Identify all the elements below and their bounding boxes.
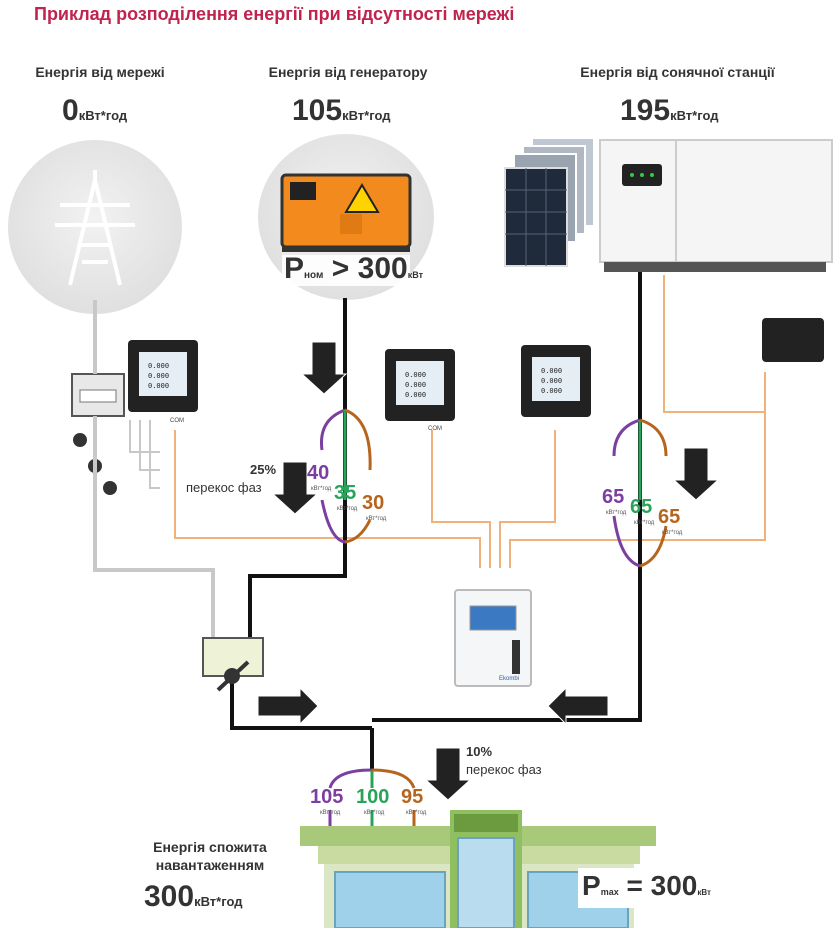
grid-lines [93, 300, 215, 640]
solar-energy-value: 195кВт*год [620, 94, 719, 127]
generator-phase-3-unit: кВт*год [366, 516, 387, 522]
solar-phase-1-unit: кВт*год [606, 510, 627, 516]
generator-label: Енергія від генератору [268, 64, 428, 80]
generator-skew-label: перекос фаз [186, 480, 262, 495]
com-port-label-2: COM [428, 426, 442, 432]
load-phase-3-value: 95 [401, 786, 424, 808]
solar-phase-3-unit: кВт*год [662, 530, 683, 536]
shop-building-icon [300, 810, 656, 928]
load-phase-1-unit: кВт*год [320, 810, 341, 816]
generator-icon [280, 173, 412, 255]
controller-icon [454, 589, 532, 687]
generator-phase-1-value: 40 [307, 462, 330, 484]
solar-panels-icon [504, 137, 595, 267]
data-logger-icon [762, 318, 824, 362]
grid-breaker-icon [71, 373, 125, 417]
load-phase-3-unit: кВт*год [406, 810, 427, 816]
load-skew-percent: 10% [466, 744, 493, 759]
grid-label: Енергія від мережі [35, 64, 165, 80]
com-port-label-1: COM [170, 418, 184, 424]
load-max-box [578, 868, 702, 908]
solar-inverter-icon [599, 139, 833, 272]
load-skew-label: перекос фаз [466, 762, 542, 777]
page-title: Приклад розподілення енергії при відсутн… [34, 4, 515, 24]
power-pylon-icon [55, 170, 135, 286]
solar-phase-2-unit: кВт*год [634, 520, 655, 526]
power-meter-1-icon [128, 340, 198, 412]
solar-label: Енергія від сонячної станції [580, 64, 775, 80]
generator-energy-value: 105кВт*год [292, 94, 391, 127]
load-phase-1-value: 105 [310, 786, 344, 808]
solar-phase-3-value: 65 [658, 506, 681, 528]
solar-phase-lines [612, 418, 668, 568]
generator-phase-lines [319, 408, 372, 544]
grid-energy-value: 0кВт*год [62, 94, 128, 127]
changeover-switch-icon [202, 637, 264, 692]
generator-phase-1-unit: кВт*год [311, 486, 332, 492]
load-max-power: Pmax = 300кВт [582, 870, 711, 901]
flow-arrows [257, 341, 720, 801]
load-phase-2-unit: кВт*год [364, 810, 385, 816]
load-phase-lines [328, 768, 416, 828]
generator-rating: Pном > 300кВт [284, 252, 423, 285]
load-energy-value: 300кВт*год [144, 880, 243, 913]
power-meter-3-icon [521, 345, 591, 417]
generator-rating-box [282, 252, 410, 286]
load-phase-2-value: 100 [356, 786, 390, 808]
generator-phase-3-value: 30 [362, 492, 385, 514]
generator-phase-2-value: 35 [334, 482, 357, 504]
solar-phase-2-value: 65 [630, 496, 653, 518]
power-meter-2-icon [385, 349, 455, 421]
controller-brand: Ekombi [499, 676, 520, 682]
generator-skew-percent: 25% [250, 462, 277, 477]
comm-lines [174, 275, 766, 568]
solar-phase-1-value: 65 [602, 486, 625, 508]
generator-phase-2-unit: кВт*год [337, 506, 358, 512]
